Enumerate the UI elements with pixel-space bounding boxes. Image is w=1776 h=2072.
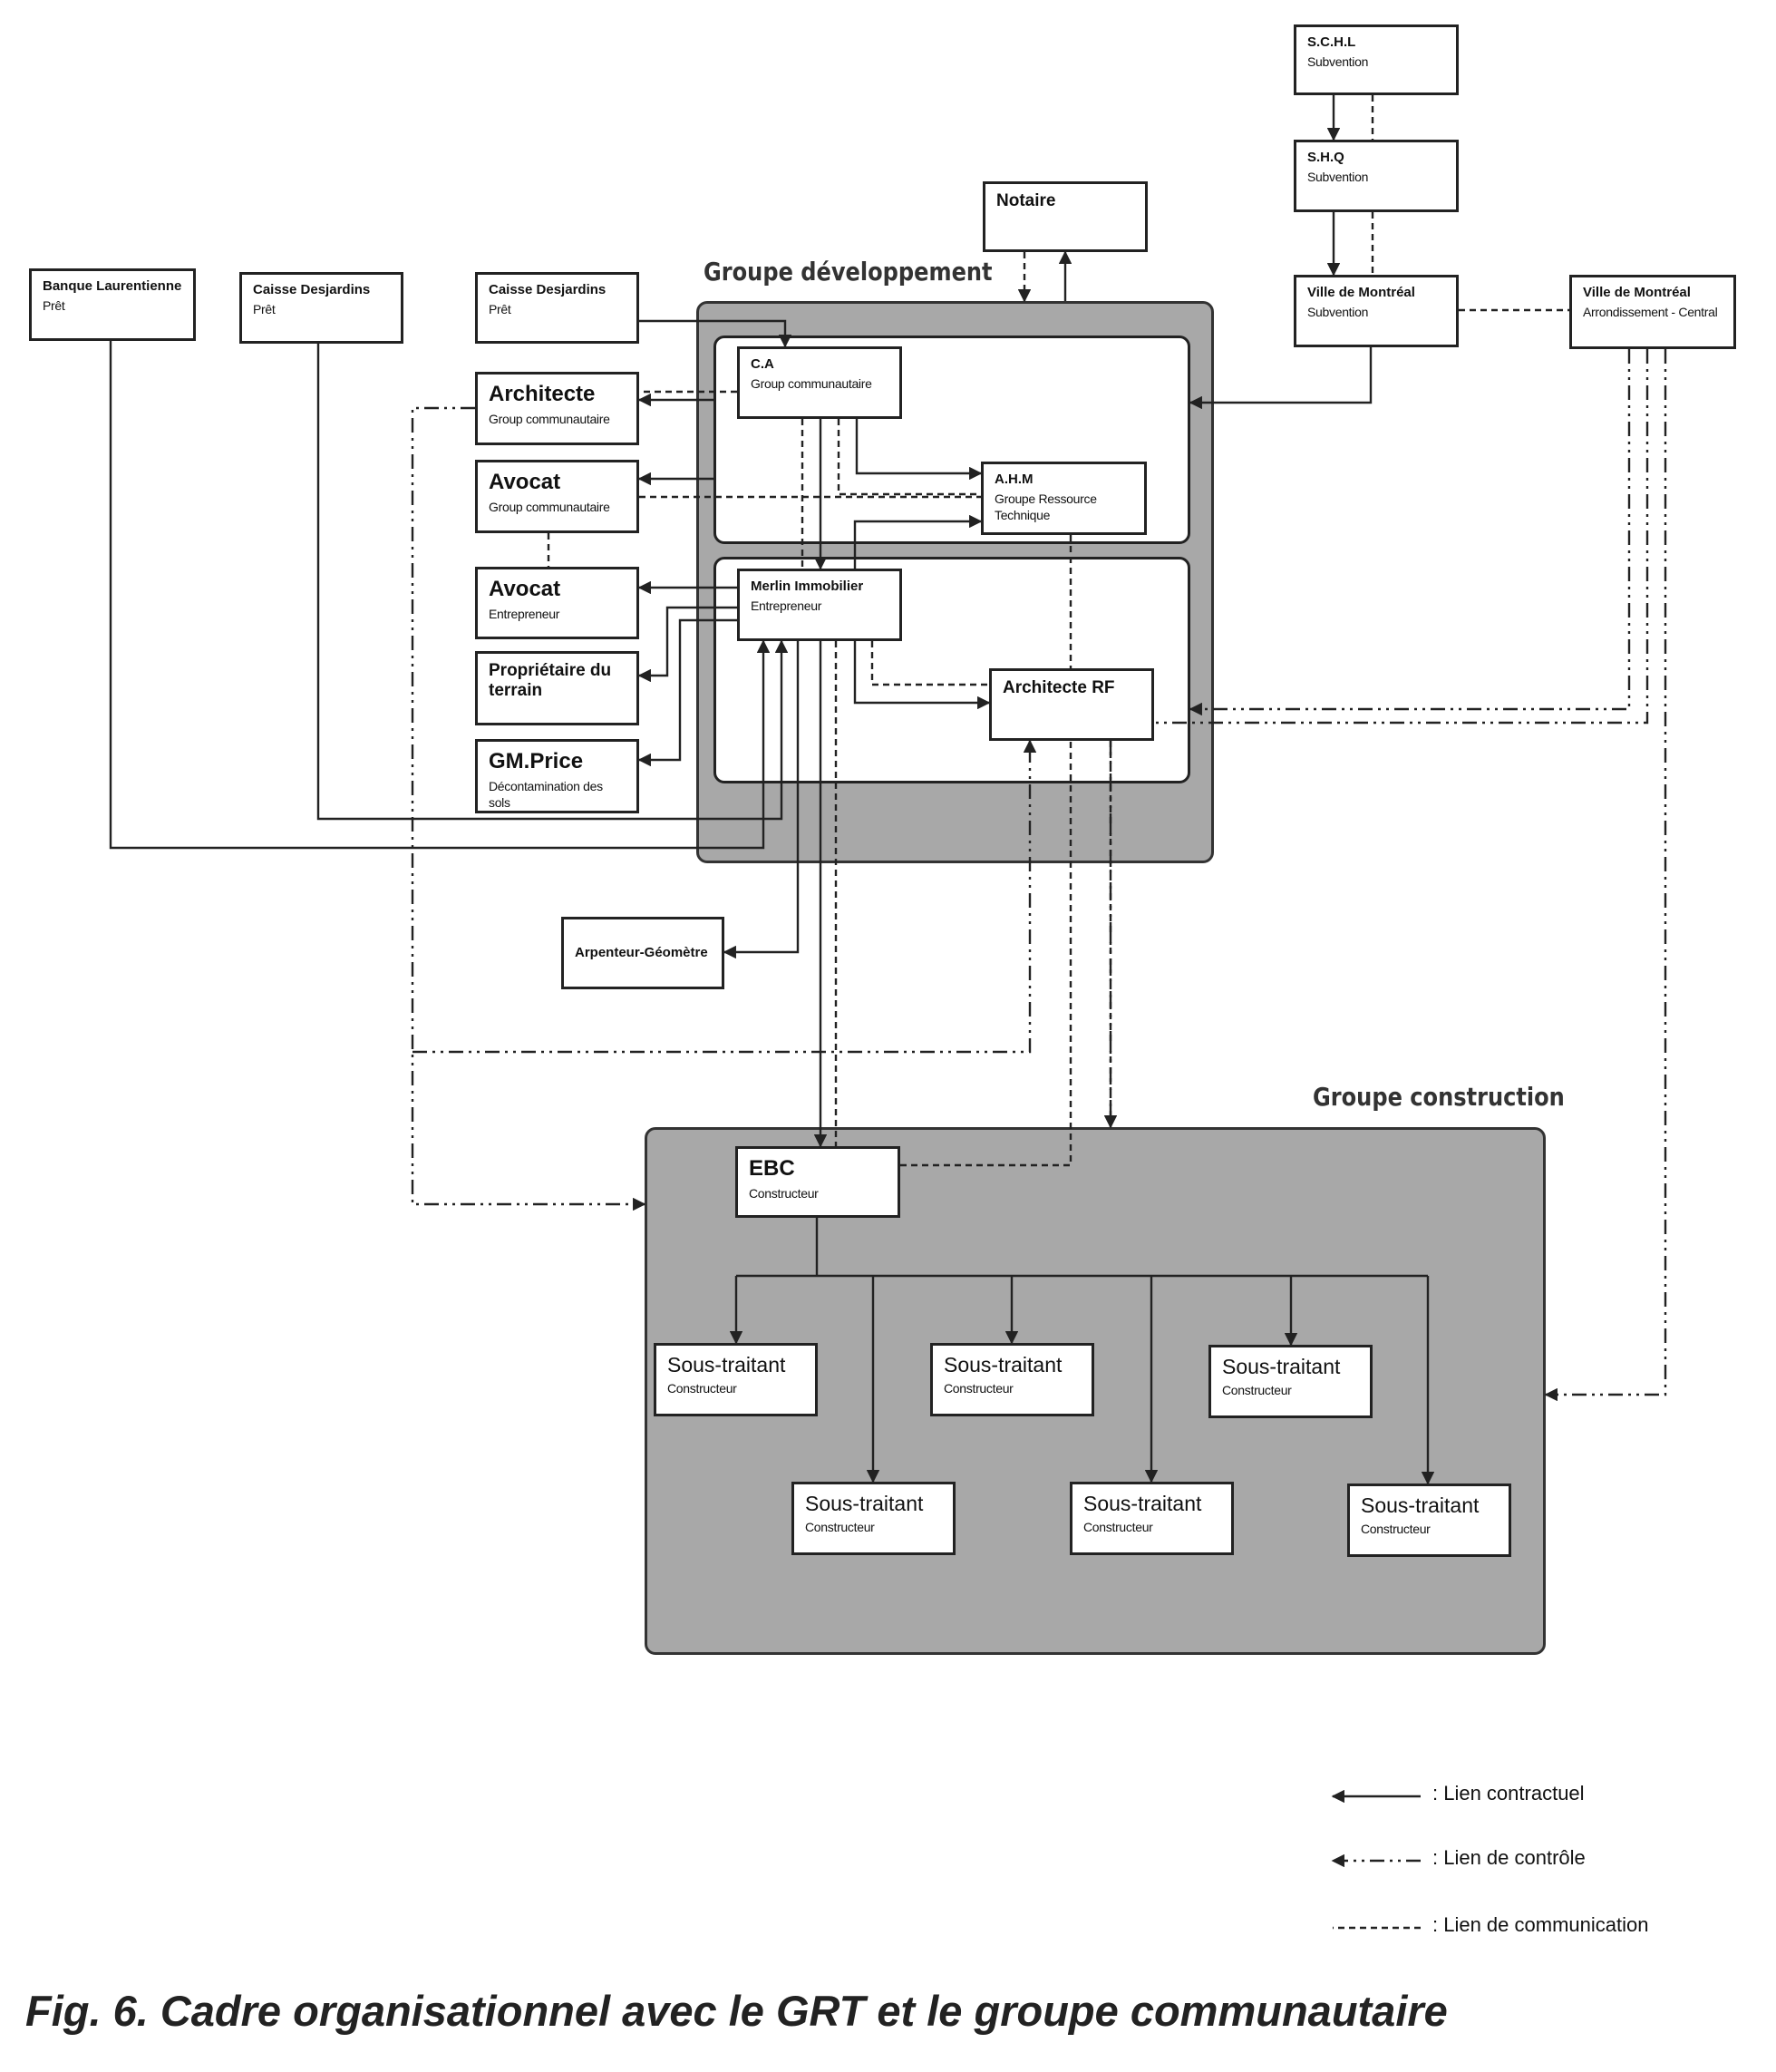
- architecte-gc-to-architecte-rf: [412, 739, 1037, 1054]
- node-arpenteur-geometre: Arpenteur-Géomètre: [561, 917, 724, 989]
- ebc-bus: [736, 1218, 1428, 1278]
- node-notaire: Notaire: [983, 181, 1148, 252]
- caisse2-to-ca: [639, 319, 792, 348]
- node-proprietaire-terrain: Propriétaire du terrain: [475, 651, 639, 725]
- groupe-construction-title: Groupe construction: [1313, 1082, 1565, 1112]
- banque-to-merlin: [109, 341, 771, 850]
- arrondissement-to-arch-rf-2: [1154, 349, 1649, 725]
- groupe-developpement-title: Groupe développement: [704, 257, 993, 287]
- ahm-to-ebc-comm: [900, 535, 1072, 1167]
- ville-to-groupe-dev: [1189, 347, 1373, 410]
- ca-to-ahm-comm: [837, 419, 981, 496]
- merlin-to-ahm: [853, 514, 983, 569]
- caisse1-to-merlin: [316, 344, 789, 821]
- legend-lien-contractuel: : Lien contractuel: [1432, 1782, 1585, 1804]
- arrondissement-to-construction: [1544, 349, 1667, 1402]
- merlin-to-arpenteur: [723, 641, 800, 959]
- merlin-to-gmprice: [637, 618, 737, 767]
- merlin-to-architecte-rf-comm: [870, 641, 989, 686]
- merlin-to-proprietaire: [637, 606, 737, 683]
- ca-to-ahm-1: [855, 419, 983, 481]
- merlin-to-architecte-rf: [853, 641, 991, 710]
- arrondissement-to-architecte-rf: [1189, 349, 1631, 716]
- figure-caption: Fig. 6. Cadre organisationnel avec le GR…: [25, 1987, 1448, 2035]
- legend-lien-controle: : Lien de contrôle: [1432, 1846, 1586, 1869]
- node-architecte-rf: Architecte RF: [989, 668, 1154, 741]
- legend-lien-communication: : Lien de communication: [1432, 1913, 1649, 1936]
